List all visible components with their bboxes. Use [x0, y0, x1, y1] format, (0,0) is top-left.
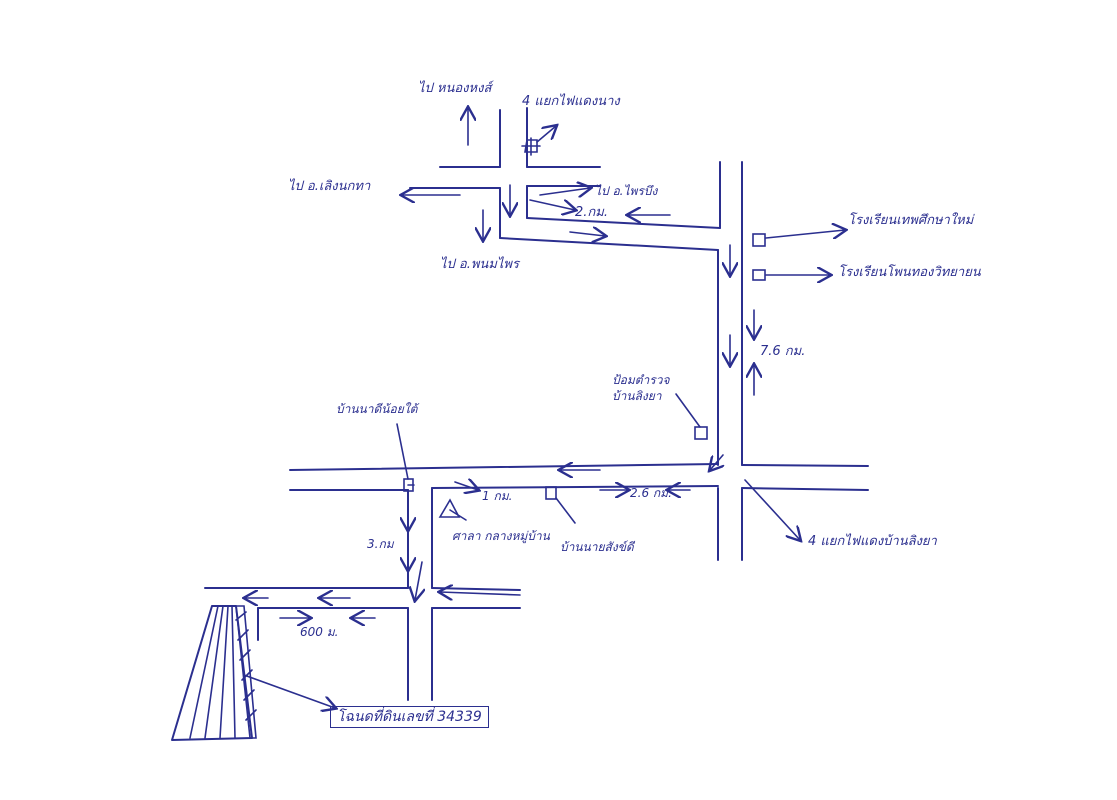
- label-dist-600m: 600 ม.: [300, 625, 339, 639]
- label-to-north: ไป หนองหงส์: [418, 81, 492, 96]
- label-dist-2-6km: 2.6 กม.: [630, 486, 672, 500]
- middle-road: [289, 463, 869, 491]
- label-house-mid: บ้านนายสังข์ดี: [560, 540, 634, 554]
- label-dist-3km: 3.กม: [367, 537, 394, 551]
- label-temple: ศาลา กลางหมู่บ้าน: [452, 529, 550, 543]
- label-dist-2km-top: 2.กม.: [575, 205, 608, 220]
- label-traffic-light-top: 4 แยกไฟแดงนาง: [522, 94, 620, 109]
- land-deed-label: โฉนดที่ดินเลขที่ 34339: [330, 706, 489, 728]
- direction-arrows: [245, 108, 754, 618]
- land-plot: [171, 605, 257, 741]
- label-dist-1km: 1 กม.: [482, 489, 513, 503]
- label-school-2: โรงเรียนโพนทองวิทยายน: [838, 265, 981, 280]
- label-dist-7-6km: 7.6 กม.: [760, 344, 806, 359]
- label-to-south-west: ไป อ.พนมไพร: [440, 257, 519, 272]
- main-road: [717, 161, 743, 561]
- feature-pointers: [243, 126, 845, 708]
- label-house-left: บ้านนาดีน้อยใต้: [336, 402, 418, 416]
- label-traffic-light-bottom: 4 แยกไฟแดงบ้านลิงยา: [808, 534, 937, 549]
- label-bus-stop: ป้อมตำรวจ บ้านลิงยา: [612, 373, 670, 404]
- top-roads: [409, 107, 721, 251]
- label-to-east-road: ไป อ.ไพรบึง: [595, 184, 658, 198]
- label-to-west: ไป อ.เลิงนกทา: [288, 179, 371, 194]
- label-school-1: โรงเรียนเทพศึกษาใหม่: [848, 213, 974, 228]
